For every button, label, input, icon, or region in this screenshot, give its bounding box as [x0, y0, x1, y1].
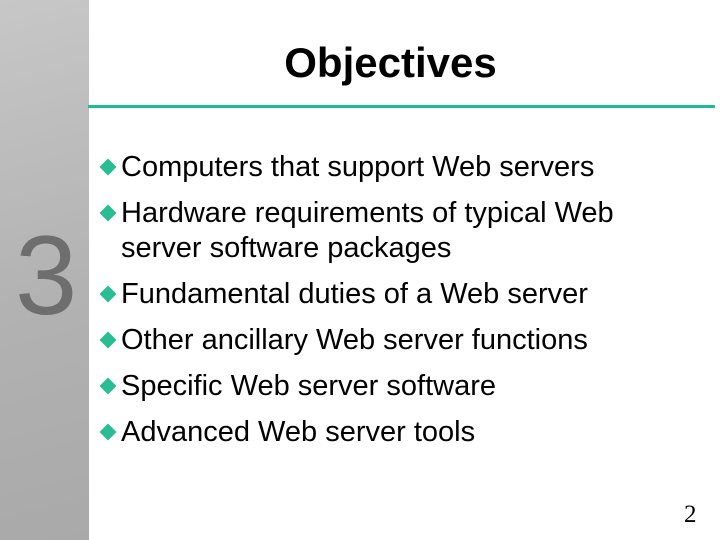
slide-title: Objectives	[284, 39, 497, 86]
bullet-item: Advanced Web server tools	[99, 415, 692, 450]
bullet-list: Computers that support Web servers Hardw…	[99, 150, 692, 461]
diamond-bullet-icon	[99, 158, 117, 176]
bullet-item: Specific Web server software	[99, 369, 692, 404]
bullet-item: Other ancillary Web server functions	[99, 323, 692, 358]
diamond-bullet-icon	[99, 331, 117, 349]
bullet-item: Computers that support Web servers	[99, 150, 692, 185]
bullet-item: Hardware requirements of typical Web ser…	[99, 196, 692, 266]
diamond-bullet-icon	[99, 204, 117, 222]
sidebar-gradient-bar	[0, 0, 89, 540]
bullet-text: Computers that support Web servers	[121, 151, 595, 183]
bullet-text: Advanced Web server tools	[121, 416, 476, 448]
bullet-text: Other ancillary Web server functions	[121, 324, 588, 356]
diamond-bullet-icon	[99, 377, 117, 395]
bullet-item: Fundamental duties of a Web server	[99, 277, 692, 312]
diamond-bullet-icon	[99, 423, 117, 441]
chapter-number: 3	[15, 213, 78, 338]
bullet-text: Specific Web server software	[121, 370, 496, 402]
page-number: 2	[684, 501, 697, 528]
diamond-bullet-icon	[99, 285, 117, 303]
bullet-text: Hardware requirements of typical Web ser…	[121, 197, 614, 264]
bullet-text: Fundamental duties of a Web server	[121, 278, 588, 310]
title-underline-rule	[88, 105, 715, 108]
